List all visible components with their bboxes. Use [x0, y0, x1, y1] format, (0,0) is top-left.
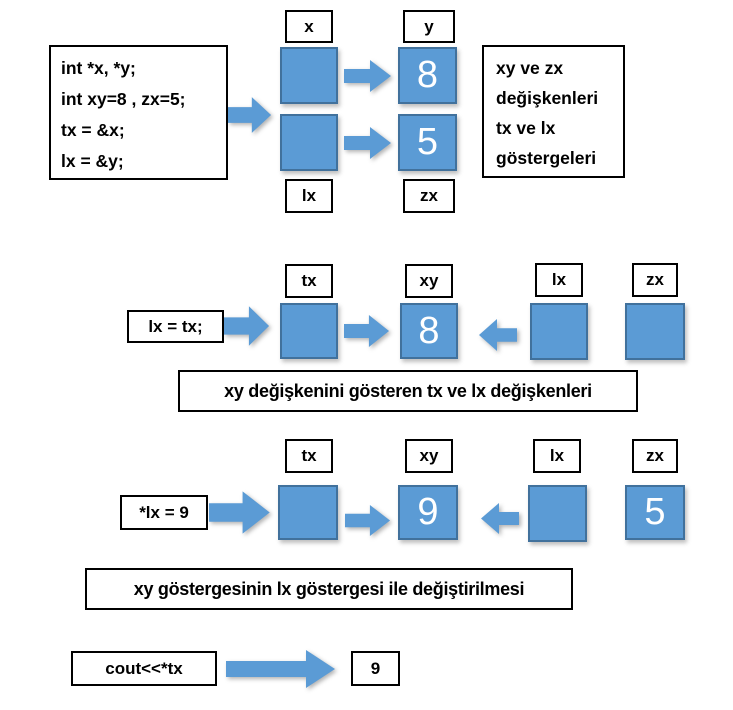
code-line: int *x, *y; [61, 58, 136, 78]
arrow-long-right-icon [226, 649, 336, 689]
value-square-zx: 5 [625, 485, 685, 540]
var-label-tx: tx [285, 264, 333, 298]
arrow-right-icon [345, 504, 391, 537]
var-label-x: x [285, 10, 333, 43]
arrow-right-icon [209, 490, 271, 535]
arrow-left-icon [479, 318, 517, 352]
note-line: xy ve zx [496, 58, 564, 78]
caption-box: xy değişkenini gösteren tx ve lx değişke… [178, 370, 638, 412]
var-label-xy: xy [405, 439, 453, 473]
code-line: tx = &x; [61, 120, 125, 140]
pointer-square-x [280, 47, 338, 104]
code-box: int *x, *y; int xy=8 , zx=5; tx = &x; lx… [49, 45, 228, 180]
value-square-zx: 5 [398, 114, 457, 171]
code-line: int xy=8 , zx=5; [61, 89, 186, 109]
note-line: tx ve lx [496, 118, 556, 138]
note-line: değişkenleri [496, 88, 599, 108]
var-label-lx: lx [535, 263, 583, 297]
arrow-right-icon [344, 314, 390, 348]
var-label-zx: zx [632, 263, 678, 297]
value-square-xy: 9 [398, 485, 458, 540]
pointer-square-tx [280, 303, 338, 359]
pointer-square-lx [528, 485, 587, 542]
pointer-square-lx [530, 303, 588, 360]
statement-box: lx = tx; [127, 310, 224, 343]
var-label-lx: lx [533, 439, 581, 473]
statement-box: cout<<*tx [71, 651, 217, 686]
var-label-zx: zx [403, 179, 455, 213]
note-line: göstergeleri [496, 148, 597, 168]
arrow-left-icon [481, 502, 519, 535]
arrow-right-icon [228, 96, 272, 134]
arrow-right-icon [344, 59, 392, 93]
arrow-right-icon [344, 126, 392, 160]
var-label-tx: tx [285, 439, 333, 473]
caption-box: xy göstergesinin lx göstergesi ile değiş… [85, 568, 573, 610]
arrow-right-icon [224, 305, 270, 347]
pointer-square-tx [278, 485, 338, 540]
statement-box: *lx = 9 [120, 495, 208, 530]
value-square-zx [625, 303, 685, 360]
var-label-lx: lx [285, 179, 333, 213]
result-box: 9 [351, 651, 400, 686]
value-square-xy: 8 [400, 303, 458, 359]
var-label-zx: zx [632, 439, 678, 473]
code-line: lx = &y; [61, 151, 124, 171]
note-box: xy ve zx değişkenleri tx ve lx göstergel… [482, 45, 625, 178]
var-label-y: y [403, 10, 455, 43]
var-label-xy: xy [405, 264, 453, 298]
pointer-square-lx [280, 114, 338, 171]
value-square-y: 8 [398, 47, 457, 104]
